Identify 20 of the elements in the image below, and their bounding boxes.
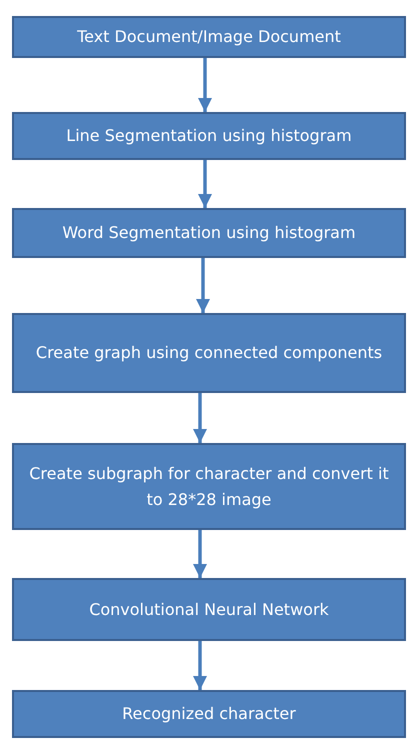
step-label: Create subgraph for character and convert it to 28*28 image [28, 462, 390, 510]
arrow [193, 393, 207, 443]
step-label: Line Segmentation using histogram [65, 125, 353, 148]
step-label: Create graph using connected components [34, 342, 384, 364]
arrow [193, 530, 207, 578]
arrow [198, 58, 212, 112]
arrow [198, 160, 212, 208]
arrow [196, 258, 210, 313]
arrow [193, 641, 207, 690]
step-label: Text Document/Image Document [76, 26, 342, 48]
step-label: Word Segmentation using histogram [61, 222, 357, 244]
process-box [12, 443, 406, 530]
step-label: Recognized character [121, 703, 297, 726]
process-box [12, 690, 406, 738]
process-box [12, 578, 406, 641]
step-label: Convolutional Neural Network [88, 598, 330, 621]
process-box [12, 112, 406, 160]
process-box [12, 16, 406, 58]
process-box [12, 313, 406, 393]
process-box [12, 208, 406, 258]
